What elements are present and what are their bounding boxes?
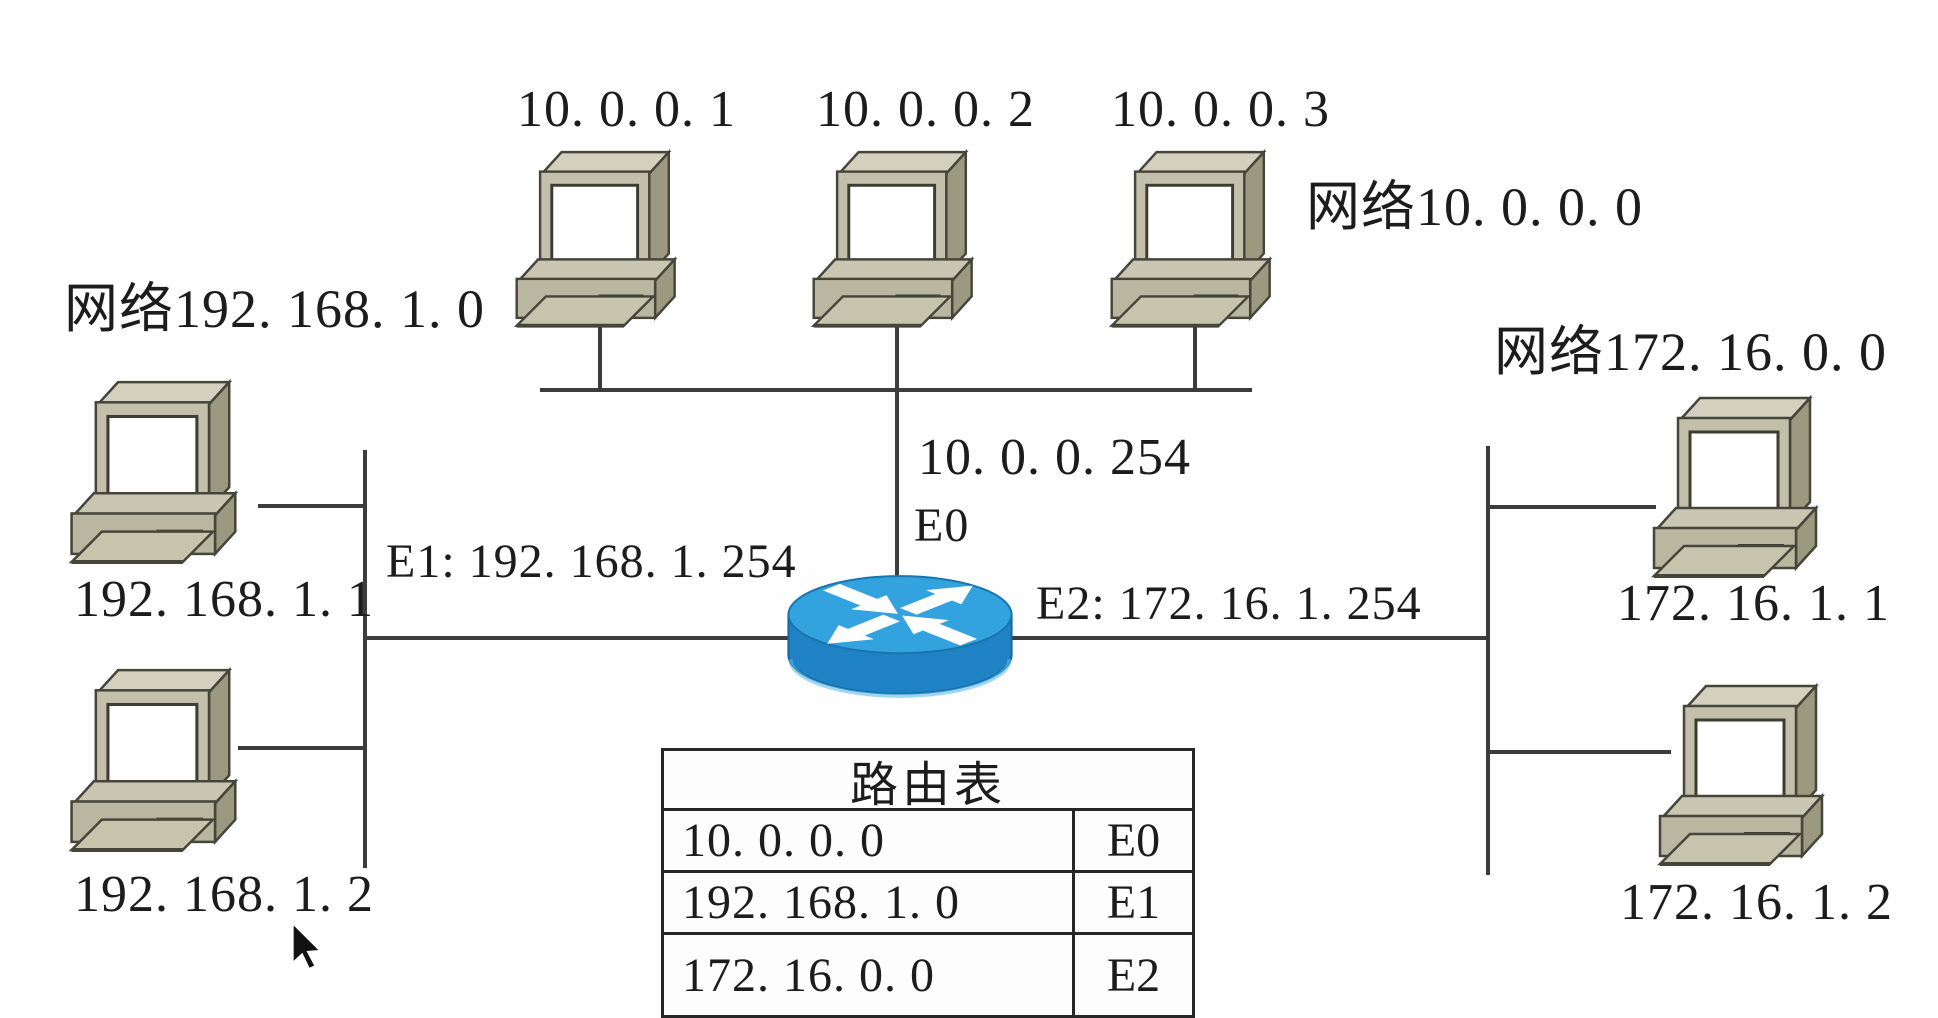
- computer-icon-172-16-1-2: [1648, 676, 1848, 866]
- mouse-cursor: [290, 920, 330, 972]
- label-host-172-16-1-1: 172. 16. 1. 1: [1617, 575, 1890, 632]
- routing-table-row: 172. 16. 0. 0 E2: [664, 935, 1192, 1015]
- label-router-e0-ip: 10. 0. 0. 254: [918, 429, 1191, 486]
- cell-interface: E2: [1106, 948, 1161, 1002]
- label-network-192-168-1-0: 网络192. 168. 1. 0: [64, 279, 485, 339]
- cell-destination: 192. 168. 1. 0: [664, 873, 1075, 932]
- cell-destination: 10. 0. 0. 0: [664, 811, 1075, 870]
- label-host-10-0-0-2: 10. 0. 0. 2: [816, 81, 1035, 138]
- label-host-10-0-0-3: 10. 0. 0. 3: [1111, 81, 1330, 138]
- label-router-e2: E2: 172. 16. 1. 254: [1036, 577, 1422, 630]
- cell-interface: E1: [1106, 876, 1161, 929]
- label-host-10-0-0-1: 10. 0. 0. 1: [517, 81, 736, 138]
- computer-icon-10-0-0-2: [802, 142, 997, 328]
- label-host-192-168-1-2: 192. 168. 1. 2: [74, 866, 374, 923]
- cell-interface: E0: [1106, 814, 1161, 867]
- routing-table-row: 10. 0. 0. 0 E0: [664, 811, 1192, 873]
- computer-icon-10-0-0-1: [505, 142, 700, 328]
- left-network-bus-line: [363, 450, 367, 868]
- host-192-168-1-2-link-line: [238, 746, 365, 750]
- computer-icon-10-0-0-3: [1100, 142, 1295, 328]
- host-172-16-1-1-link-line: [1488, 505, 1656, 509]
- label-host-172-16-1-2: 172. 16. 1. 2: [1620, 874, 1893, 931]
- routing-table-title: 路由表: [664, 751, 1192, 812]
- pc-10-0-0-1-drop-line: [598, 322, 602, 392]
- host-192-168-1-1-link-line: [258, 504, 365, 508]
- computer-icon-192-168-1-2: [58, 660, 263, 852]
- label-router-e0: E0: [914, 499, 970, 552]
- routing-table-row: 192. 168. 1. 0 E1: [664, 873, 1192, 935]
- routing-table: 路由表 10. 0. 0. 0 E0 192. 168. 1. 0 E1 172…: [661, 748, 1195, 1018]
- label-network-10-0-0-0: 网络10. 0. 0. 0: [1306, 177, 1643, 237]
- pc-10-0-0-3-drop-line: [1193, 322, 1197, 392]
- label-router-e1: E1: 192. 168. 1. 254: [386, 535, 797, 588]
- host-172-16-1-2-link-line: [1488, 750, 1671, 754]
- cell-destination: 172. 16. 0. 0: [664, 935, 1075, 1015]
- label-network-172-16-0-0: 网络172. 16. 0. 0: [1494, 322, 1887, 382]
- label-host-192-168-1-1: 192. 168. 1. 1: [74, 571, 374, 628]
- router-icon: [778, 566, 1022, 708]
- router-e0-link-line: [895, 322, 899, 578]
- computer-icon-172-16-1-1: [1642, 388, 1842, 578]
- right-network-bus-line: [1486, 446, 1490, 875]
- computer-icon-192-168-1-1: [58, 372, 263, 564]
